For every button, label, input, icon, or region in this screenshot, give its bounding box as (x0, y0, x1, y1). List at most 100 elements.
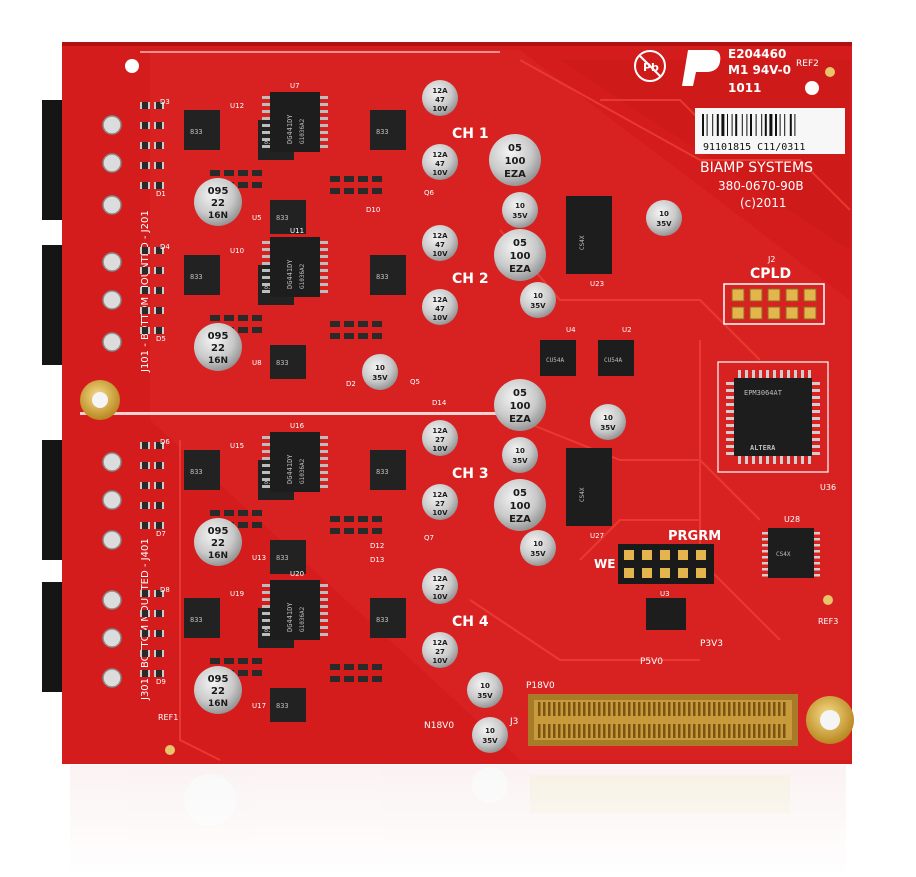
svg-text:35V: 35V (482, 737, 498, 745)
svg-text:CS4X: CS4X (776, 551, 791, 558)
svg-text:D2: D2 (346, 380, 356, 388)
svg-text:27: 27 (435, 436, 445, 444)
svg-text:U15: U15 (230, 442, 244, 450)
svg-text:10V: 10V (432, 314, 448, 322)
ref2-label: REF2 (796, 59, 819, 69)
cert-file-number: E204460 (728, 47, 786, 61)
adc-chips: CS4X CS4X U23 U27 (566, 196, 612, 540)
svg-text:35V: 35V (372, 374, 388, 382)
svg-text:D4: D4 (160, 243, 170, 251)
svg-text:833: 833 (190, 273, 203, 281)
j3-label: J3 (509, 717, 518, 727)
svg-text:10: 10 (533, 540, 543, 548)
svg-text:47: 47 (435, 160, 445, 168)
svg-text:16N: 16N (208, 551, 228, 561)
svg-text:U27: U27 (590, 532, 604, 540)
svg-text:833: 833 (190, 128, 203, 136)
barcode-label: 91101815 C11/0311 (695, 108, 845, 154)
svg-text:D5: D5 (156, 335, 166, 343)
svg-text:U13: U13 (252, 554, 266, 562)
svg-text:10: 10 (515, 447, 525, 455)
svg-text:35V: 35V (512, 457, 528, 465)
svg-text:22: 22 (211, 198, 225, 209)
channel-4: D8D9833833833U19DG441DYG1036A2U20833U170… (140, 568, 489, 722)
svg-text:833: 833 (376, 273, 389, 281)
svg-text:U4: U4 (566, 326, 576, 334)
svg-text:100: 100 (505, 156, 526, 167)
svg-text:10: 10 (480, 682, 490, 690)
svg-text:EPM3064AT: EPM3064AT (744, 389, 783, 397)
cpld-jtag-header (723, 283, 825, 325)
svg-text:ALTERA: ALTERA (750, 444, 776, 452)
cpld-chip: EPM3064AT ALTERA (717, 361, 829, 473)
svg-text:10V: 10V (432, 250, 448, 258)
svg-text:095: 095 (208, 186, 229, 197)
svg-text:U17: U17 (252, 702, 266, 710)
svg-text:10: 10 (659, 210, 669, 218)
cpld-header-ref: J2 (767, 255, 775, 264)
channel-groups: D3D1833833833U12DG441DYG1036A2U7833U5095… (140, 80, 489, 722)
svg-text:22: 22 (211, 538, 225, 549)
svg-text:Q5: Q5 (410, 378, 420, 386)
svg-text:35V: 35V (656, 220, 672, 228)
barcode-text: 91101815 C11/0311 (703, 142, 805, 153)
svg-text:EZA: EZA (509, 414, 531, 425)
svg-text:U10: U10 (230, 247, 244, 255)
p18v0-label: P18V0 (526, 681, 555, 691)
svg-text:833: 833 (276, 214, 289, 222)
svg-text:095: 095 (208, 331, 229, 342)
svg-text:12A: 12A (432, 232, 448, 240)
n18v0-label: N18V0 (424, 721, 454, 731)
svg-text:35V: 35V (477, 692, 493, 700)
svg-text:35V: 35V (530, 302, 546, 310)
svg-text:27: 27 (435, 584, 445, 592)
svg-text:05: 05 (513, 388, 527, 399)
we-label: WE (594, 557, 615, 571)
svg-text:22: 22 (211, 343, 225, 354)
svg-text:12A: 12A (432, 575, 448, 583)
svg-text:27: 27 (435, 500, 445, 508)
screw-terminals (102, 115, 122, 688)
svg-text:DG441DY: DG441DY (286, 454, 294, 484)
cert-rating: M1 94V-0 (728, 63, 791, 77)
svg-text:DG441DY: DG441DY (286, 114, 294, 144)
cert-area: Pb E204460 M1 94V-0 1011 REF2 (634, 47, 819, 95)
svg-text:DG441DY: DG441DY (286, 259, 294, 289)
svg-text:12A: 12A (432, 639, 448, 647)
svg-text:D10: D10 (366, 206, 380, 214)
u28-label: U28 (784, 515, 800, 524)
svg-text:833: 833 (376, 616, 389, 624)
svg-text:833: 833 (190, 468, 203, 476)
svg-text:U20: U20 (290, 570, 304, 578)
svg-text:D14: D14 (432, 399, 447, 407)
svg-text:16N: 16N (208, 211, 228, 221)
u36-label: U36 (820, 483, 836, 492)
bulk-capacitors: 05100EZA05100EZA05100EZA05100EZA1035V103… (489, 134, 682, 566)
svg-text:U7: U7 (290, 82, 300, 90)
svg-text:27: 27 (435, 648, 445, 656)
side-label-bottom: J301 - BOTTOM MOUNTED - J401 (140, 538, 151, 701)
svg-text:47: 47 (435, 96, 445, 104)
svg-text:U8: U8 (252, 359, 262, 367)
svg-text:10: 10 (533, 292, 543, 300)
svg-text:CS4X: CS4X (579, 487, 586, 502)
svg-text:12A: 12A (432, 491, 448, 499)
part-number: 380-0670-90B (718, 179, 804, 193)
svg-text:D7: D7 (156, 530, 166, 538)
